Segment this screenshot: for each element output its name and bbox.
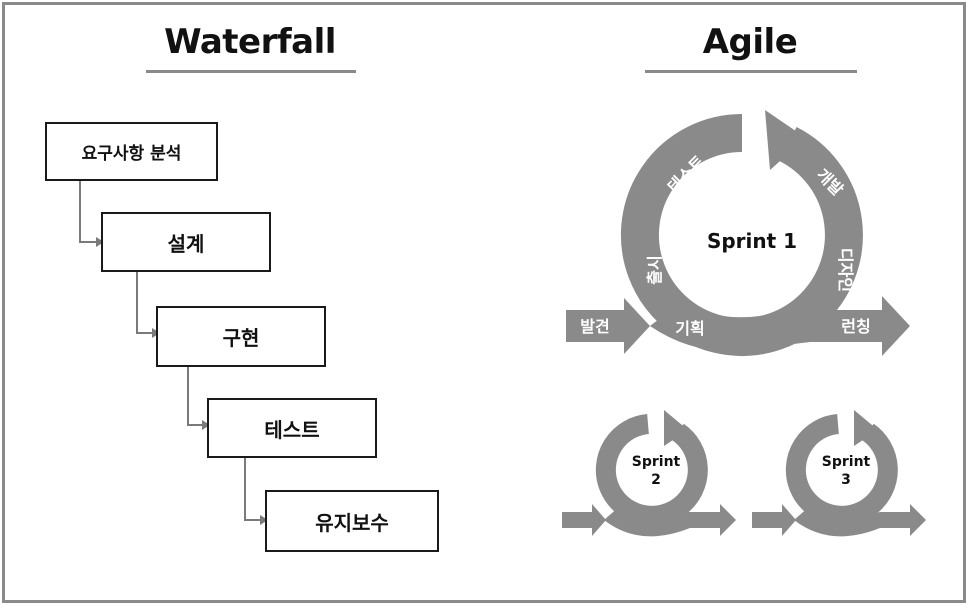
entry-arrow (566, 298, 650, 354)
agile-title-underline (645, 70, 857, 73)
sprint3-ring-arc (785, 414, 898, 526)
sprint3-flow-link (794, 506, 880, 537)
connector-arrowhead (96, 237, 104, 247)
sprint2-entry-arrow (562, 504, 606, 536)
waterfall-step-design: 설계 (101, 212, 271, 272)
stage-design-label: 디자인 (836, 248, 855, 292)
waterfall-step-implementation: 구현 (156, 306, 326, 367)
waterfall-step-test: 테스트 (207, 398, 377, 458)
sprint3-ring-arrowhead (854, 410, 878, 446)
sprint2-cycle: Sprint 2 (562, 410, 736, 537)
waterfall-title-underline (146, 70, 356, 73)
agile-title: Agile (702, 22, 798, 62)
stage-plan-label: 기획 (675, 319, 704, 338)
sprint2-flow-link (604, 506, 690, 537)
waterfall-title: Waterfall (164, 22, 336, 62)
connector-4-5 (244, 458, 260, 521)
sprint1-flow-link (650, 300, 810, 352)
sprint3-cycle: Sprint 3 (752, 410, 926, 537)
sprint2-label-line1: Sprint (632, 454, 681, 470)
sprint3-exit-arrow (880, 504, 926, 536)
sprint2-ring-arrowhead (664, 410, 688, 446)
sprint3-label-line2: 3 (841, 472, 851, 488)
sprint2-exit-arrow (688, 504, 736, 536)
waterfall-step-maintenance: 유지보수 (265, 490, 439, 552)
connector-arrowhead (202, 420, 210, 430)
connector-3-4 (187, 367, 202, 426)
connector-2-3 (136, 272, 152, 334)
sprint2-ring-arc (595, 414, 708, 526)
exit-label: 런칭 (841, 317, 870, 336)
sprint1-center-label: Sprint 1 (707, 229, 797, 253)
connector-1-2 (79, 180, 96, 243)
sprint1-ring-arrowhead (765, 110, 806, 170)
sprint3-entry-arrow (752, 504, 796, 536)
waterfall-step-requirements: 요구사항 분석 (45, 122, 218, 181)
entry-label: 발견 (580, 317, 609, 336)
stage-release-label: 출시 (645, 255, 664, 284)
sprint3-label-line1: Sprint (822, 454, 871, 470)
sprint2-label-line2: 2 (651, 472, 661, 488)
connector-arrowhead (260, 515, 268, 525)
